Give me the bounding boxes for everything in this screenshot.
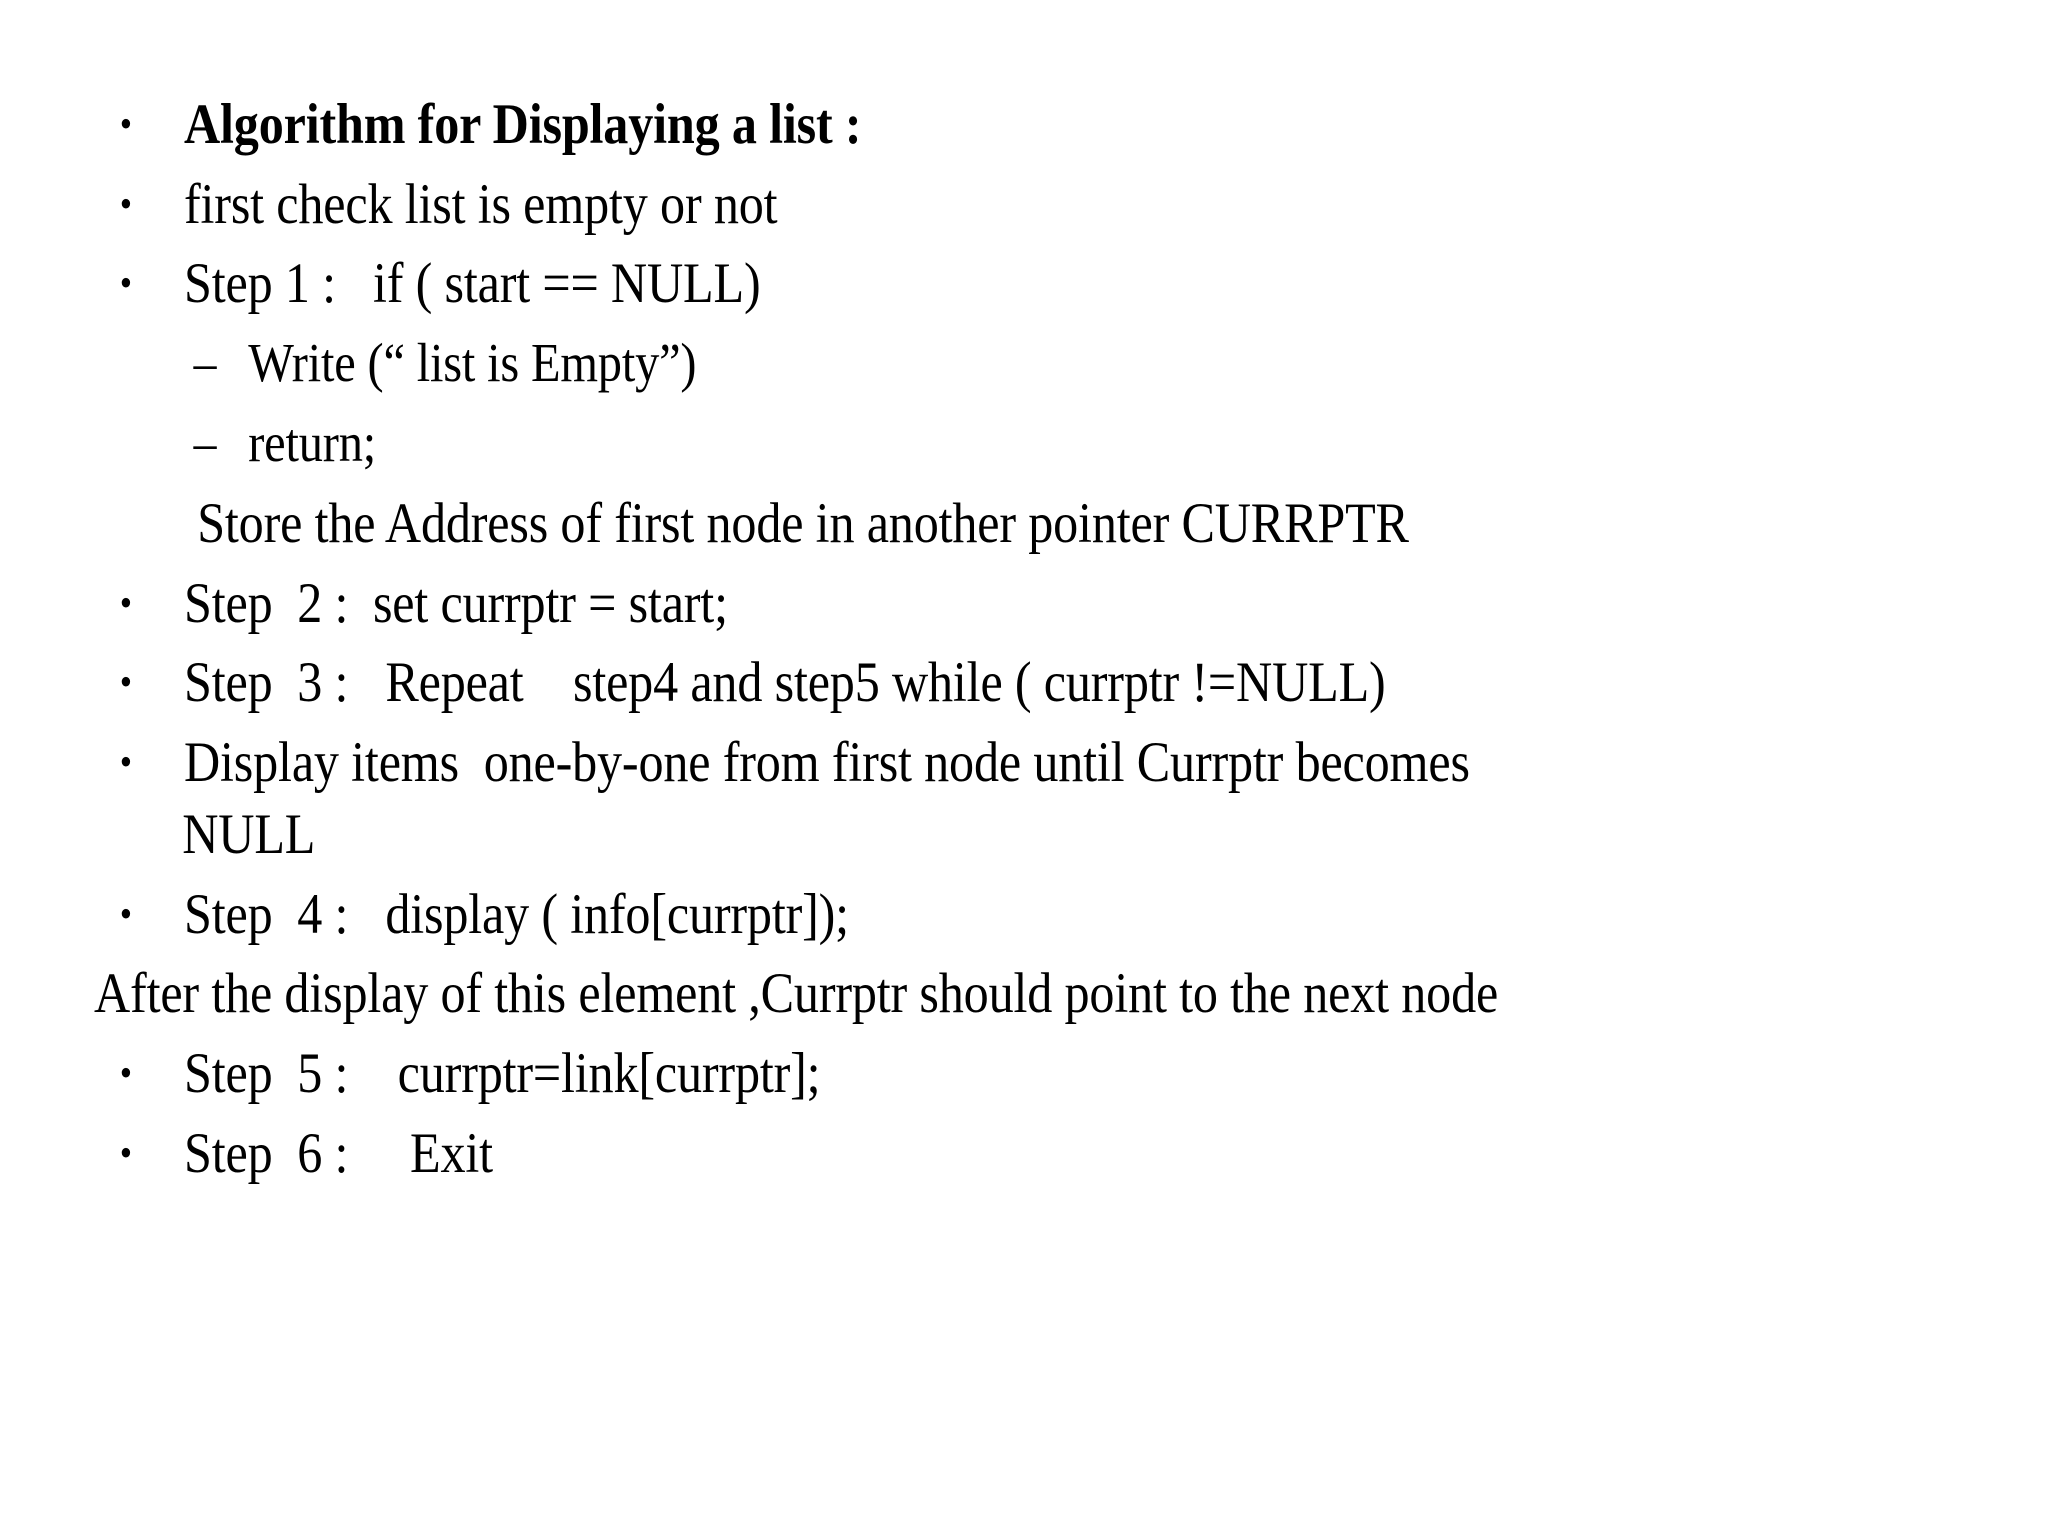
bullet-item-algorithm-title: • Algorithm for Displaying a list : xyxy=(118,92,1728,159)
bullet-icon: • xyxy=(119,890,132,936)
bullet-text-algorithm-title: Algorithm for Displaying a list : xyxy=(184,93,862,156)
bullet-item-step-2: • Step 2 : set currptr = start; xyxy=(118,571,1728,638)
note-store-address: Store the Address of first node in anoth… xyxy=(118,491,1728,558)
sub-bullet-text-write-empty: Write (“ list is Empty”) xyxy=(248,332,697,394)
bullet-icon: • xyxy=(119,739,132,785)
note-text-after-display: After the display of this element ,Currp… xyxy=(94,962,1499,1026)
bullet-text-step-4: Step 4 : display ( info[currptr]); xyxy=(184,882,849,946)
bullet-icon: • xyxy=(119,101,132,146)
sub-bullet-item-return: – return; xyxy=(118,411,1728,476)
bullet-icon: • xyxy=(119,260,132,306)
bullet-item-step-3: • Step 3 : Repeat step4 and step5 while … xyxy=(118,650,1728,717)
bullet-icon: • xyxy=(119,1049,132,1095)
bullet-icon: • xyxy=(119,1129,132,1175)
bullet-item-check-empty: • first check list is empty or not xyxy=(118,172,1728,239)
bullet-item-display-items: • Display items one-by-one from first no… xyxy=(118,730,1728,797)
bullet-icon: • xyxy=(119,579,132,625)
bullet-text-step-5: Step 5 : currptr=link[currptr]; xyxy=(184,1041,821,1105)
bullet-text-step-1: Step 1 : if ( start == NULL) xyxy=(184,252,761,316)
bullet-text-display-items-continued: NULL xyxy=(118,802,1728,869)
note-after-display: After the display of this element ,Currp… xyxy=(94,961,1726,1028)
bullet-icon: • xyxy=(119,659,132,705)
bullet-text-step-6: Step 6 : Exit xyxy=(184,1121,493,1185)
bullet-text-check-empty: first check list is empty or not xyxy=(184,172,778,236)
dash-icon: – xyxy=(193,415,217,473)
wrap-text-null: NULL xyxy=(182,802,316,866)
slide-body-text: • Algorithm for Displaying a list : • fi… xyxy=(94,92,1948,1200)
bullet-item-step-1: • Step 1 : if ( start == NULL) xyxy=(118,251,1728,318)
note-text-store-address: Store the Address of first node in anoth… xyxy=(197,492,1409,556)
sub-bullet-text-return: return; xyxy=(248,412,377,474)
bullet-icon: • xyxy=(119,180,132,226)
bullet-item-step-5: • Step 5 : currptr=link[currptr]; xyxy=(118,1041,1728,1108)
bullet-text-display-items: Display items one-by-one from first node… xyxy=(184,731,1470,795)
bullet-text-step-2: Step 2 : set currptr = start; xyxy=(184,571,728,635)
bullet-item-step-6: • Step 6 : Exit xyxy=(118,1121,1728,1188)
dash-icon: – xyxy=(193,335,217,393)
sub-bullet-item-write-empty: – Write (“ list is Empty”) xyxy=(118,331,1728,396)
bullet-item-step-4: • Step 4 : display ( info[currptr]); xyxy=(118,882,1728,949)
bullet-text-step-3: Step 3 : Repeat step4 and step5 while ( … xyxy=(184,651,1386,715)
